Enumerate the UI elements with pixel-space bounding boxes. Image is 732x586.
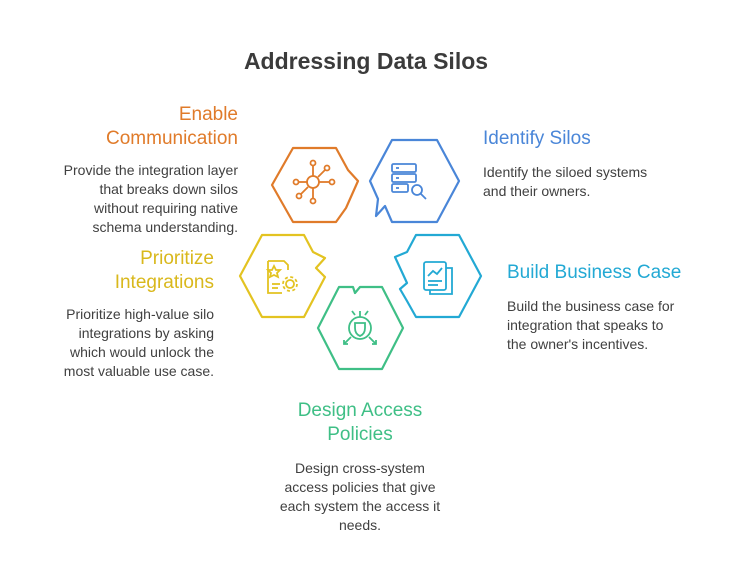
description-line: each system the access it: [279, 498, 441, 514]
description-line: needs.: [338, 517, 382, 533]
heading-line: Enable: [178, 104, 238, 125]
description-line: Build the business case for: [507, 298, 675, 314]
description-line: most valuable use case.: [63, 363, 214, 379]
description-line: Prioritize high-value silo: [66, 306, 214, 322]
hexagon-identify-silos: [368, 138, 461, 224]
heading-line: Communication: [106, 128, 238, 149]
report-chart-icon: [423, 261, 453, 295]
description-line: access policies that give: [284, 479, 436, 495]
heading-build-business-case: Build Business Case: [507, 261, 727, 285]
description-line: schema understanding.: [92, 219, 238, 235]
heading-line: Prioritize: [140, 248, 214, 269]
description-design-access-policies: Design cross-system access policies that…: [240, 459, 480, 535]
heading-line: Design Access: [297, 400, 423, 421]
description-identify-silos: Identify the siloed systems and their ow…: [483, 163, 713, 201]
network-hub-icon: [292, 159, 336, 205]
diagram-title: Addressing Data Silos: [243, 48, 489, 74]
server-search-icon: [391, 163, 427, 200]
heading-enable-communication: Enable Communication: [60, 103, 238, 151]
document-settings-icon: [265, 260, 298, 294]
description-line: and their owners.: [483, 183, 591, 199]
description-line: Identify the siloed systems: [483, 164, 648, 180]
heading-line: Build Business Case: [507, 262, 682, 283]
description-line: Design cross-system: [295, 460, 425, 476]
description-prioritize-integrations: Prioritize high-value silo integrations …: [20, 305, 214, 381]
description-line: that breaks down silos: [99, 181, 238, 197]
shield-arrows-icon: [343, 310, 377, 345]
heading-line: Policies: [327, 424, 393, 445]
heading-line: Integrations: [114, 272, 214, 293]
description-enable-communication: Provide the integration layer that break…: [30, 161, 238, 237]
heading-prioritize-integrations: Prioritize Integrations: [40, 247, 214, 295]
heading-line: Identify Silos: [483, 128, 591, 149]
description-build-business-case: Build the business case for integration …: [507, 297, 722, 354]
description-line: the owner's incentives.: [507, 336, 649, 352]
description-line: integration that speaks to: [507, 317, 664, 333]
description-line: integrations by asking: [78, 325, 214, 341]
hexagon-prioritize-integrations: [238, 233, 327, 319]
heading-identify-silos: Identify Silos: [483, 127, 703, 151]
heading-design-access-policies: Design Access Policies: [240, 399, 480, 447]
hexagon-design-access-policies: [316, 285, 405, 371]
description-line: Provide the integration layer: [63, 162, 238, 178]
description-line: without requiring native: [94, 200, 238, 216]
description-line: which would unlock the: [70, 344, 214, 360]
hexagon-enable-communication: [270, 146, 360, 224]
hexagon-build-business-case: [393, 233, 483, 319]
